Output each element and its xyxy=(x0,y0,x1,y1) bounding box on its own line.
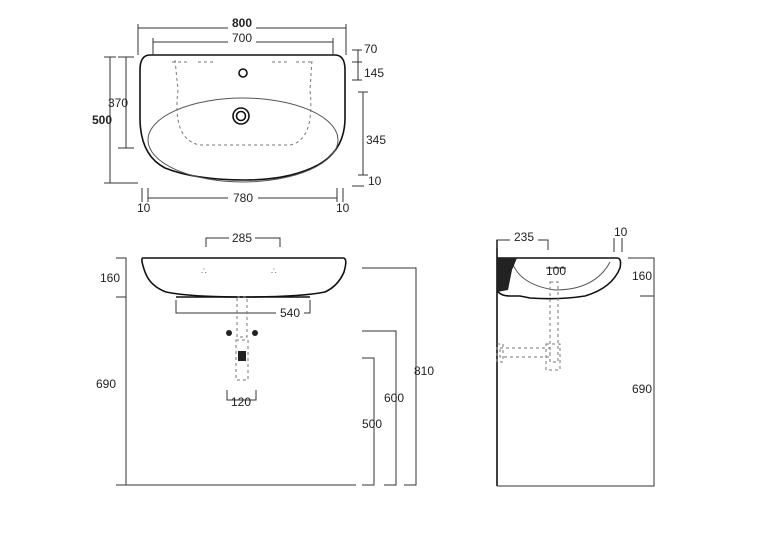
basin-front-outline xyxy=(141,257,347,298)
dim-label-700: 700 xyxy=(232,31,252,45)
dim-line-120 xyxy=(226,390,257,401)
dim-label-side-10: 10 xyxy=(614,225,628,239)
dim-label-160-side: 160 xyxy=(632,269,652,283)
dim-label-500: 500 xyxy=(92,113,112,127)
dim-label-600: 600 xyxy=(384,391,404,405)
waste-pipe xyxy=(236,296,248,338)
waste-outlet xyxy=(238,351,246,361)
wall-flange xyxy=(496,343,504,363)
dim-line-160-side xyxy=(628,257,655,297)
dim-label-690-side: 690 xyxy=(632,382,652,396)
dim-label-500-front: 500 xyxy=(362,417,382,431)
side-view: 235 10 100 160 690 xyxy=(496,225,655,487)
dim-label-right-10: 10 xyxy=(368,174,382,188)
basin-top-outline xyxy=(139,54,346,181)
dim-label-690: 690 xyxy=(96,377,116,391)
bowl-profile xyxy=(511,261,611,291)
drain-inner xyxy=(235,110,247,122)
dim-label-780: 780 xyxy=(233,191,253,205)
dim-line-540 xyxy=(175,300,311,314)
dim-label-810: 810 xyxy=(414,364,434,378)
dim-label-70: 70 xyxy=(364,42,378,56)
tap-mark-left: ∴ xyxy=(201,266,207,276)
waste-side xyxy=(549,281,559,363)
front-view: ∴ ∴ 285 540 120 160 690 810 600 xyxy=(96,231,434,486)
basin-side-outline xyxy=(496,257,622,300)
trap-side xyxy=(499,347,551,358)
dim-line-810 xyxy=(362,267,417,486)
tap-hole xyxy=(238,68,248,78)
dim-label-345: 345 xyxy=(366,133,386,147)
dim-line-600 xyxy=(362,330,397,486)
dim-line-500-front xyxy=(362,357,375,486)
top-view: 800 700 70 145 345 10 500 370 xyxy=(92,16,386,215)
dim-label-540: 540 xyxy=(280,306,300,320)
trap-body xyxy=(235,339,249,381)
fixing-bolt-left xyxy=(226,330,232,336)
back-fill xyxy=(497,258,517,292)
drain-outer xyxy=(232,107,250,125)
dim-label-160: 160 xyxy=(100,271,120,285)
dim-label-800: 800 xyxy=(232,16,252,30)
trap-bend xyxy=(545,343,561,371)
dim-line-160 xyxy=(116,257,127,298)
dim-label-145: 145 xyxy=(364,66,384,80)
tap-mark-right: ∴ xyxy=(271,266,277,276)
hidden-inner-outline xyxy=(174,59,313,146)
dim-label-bottom-right-10: 10 xyxy=(336,201,350,215)
bowl-outline xyxy=(147,97,339,183)
fixing-bolt-right xyxy=(252,330,258,336)
dim-label-370: 370 xyxy=(108,96,128,110)
dim-label-235: 235 xyxy=(514,230,534,244)
dim-label-bottom-left-10: 10 xyxy=(137,201,151,215)
dim-label-100: 100 xyxy=(546,264,566,278)
dim-label-285: 285 xyxy=(232,231,252,245)
dim-label-120: 120 xyxy=(231,395,251,409)
